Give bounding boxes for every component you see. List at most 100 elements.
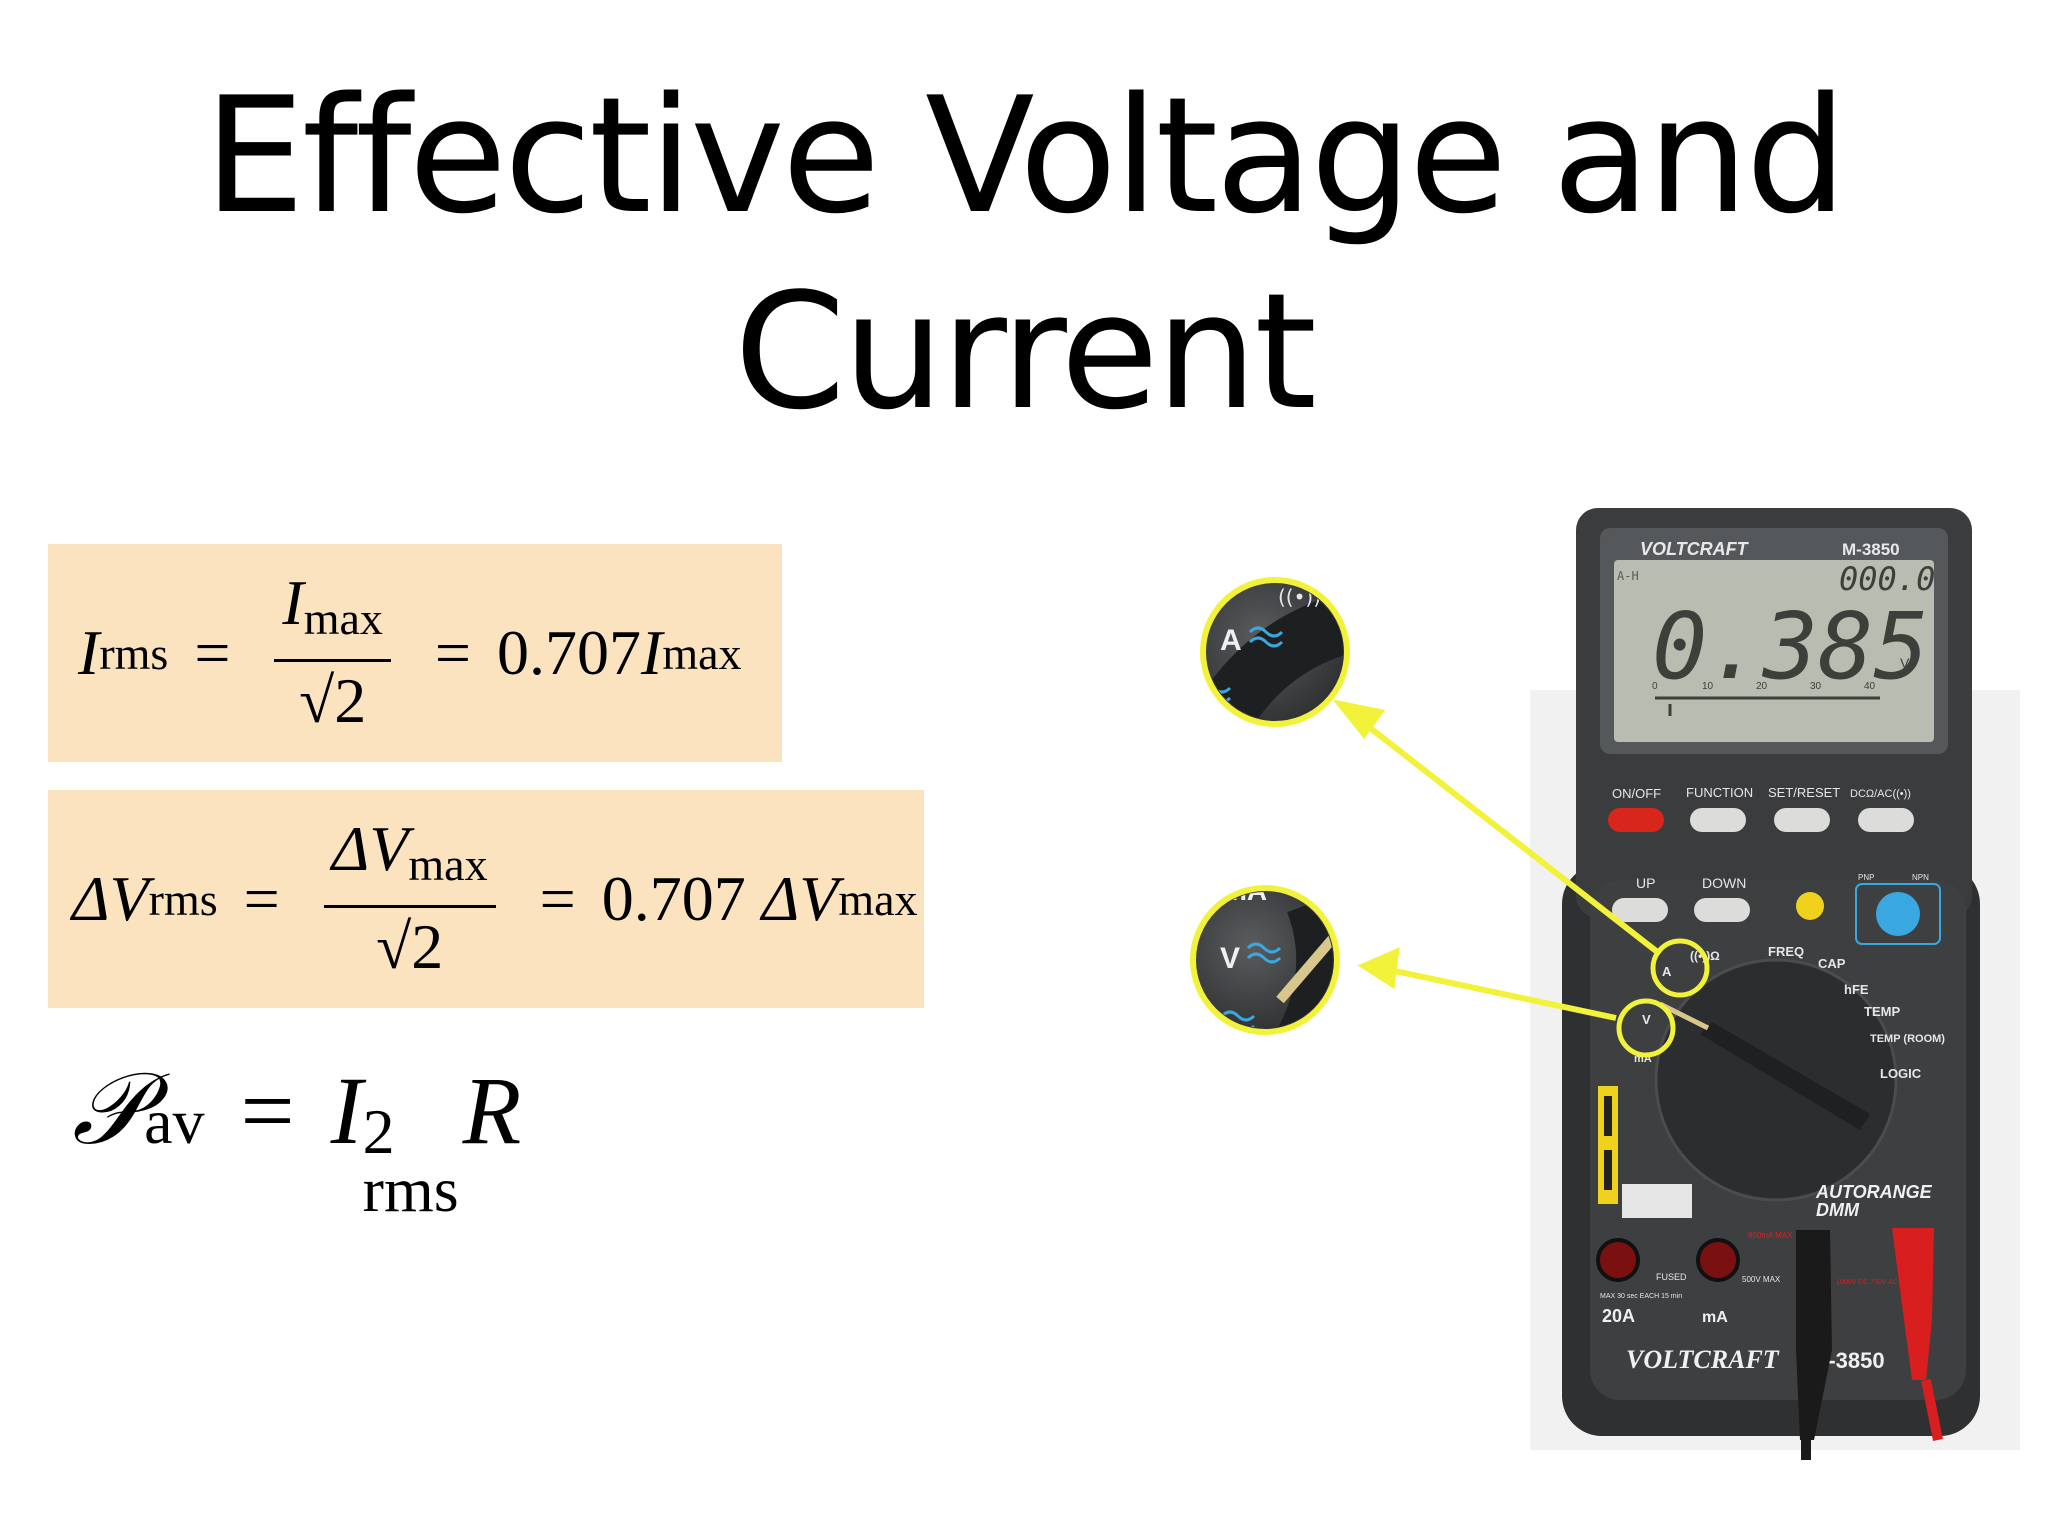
jack-ma[interactable] (1696, 1238, 1740, 1282)
dmm-label: DMM (1816, 1200, 1860, 1220)
down-button[interactable] (1694, 898, 1750, 922)
dial-label-freq: FREQ (1768, 944, 1804, 959)
label-on-off: ON/OFF (1612, 786, 1661, 801)
dial-label-a: A (1662, 964, 1672, 979)
vrms-rhs: ΔV (761, 863, 839, 934)
red-probe (1892, 1228, 1934, 1380)
zoom-top-label-a2: A (1170, 679, 1192, 712)
dial-label-temp: TEMP (1864, 1004, 1900, 1019)
label-dc-ac: DCΩ/AC((•)) (1850, 788, 1911, 800)
irms-coefficient: 0.707 (497, 617, 642, 688)
side-socket-slot-1 (1604, 1096, 1612, 1136)
power-equals: = (240, 1057, 295, 1164)
jack-note-800ma: 800mA MAX (1748, 1231, 1793, 1240)
arrow-head-bottom (1357, 947, 1400, 990)
lcd-unit: V (1900, 655, 1910, 671)
side-socket (1598, 1086, 1618, 1204)
power-rhs-r: R (462, 1057, 522, 1164)
power-lhs: 𝒫 (72, 1050, 145, 1167)
jack-label-ma: mA (1702, 1309, 1728, 1326)
zoom-top-label-a: A (1220, 624, 1242, 657)
black-probe (1796, 1230, 1832, 1440)
dial-label-cap: CAP (1818, 956, 1846, 971)
zoom-bottom-ring (1190, 885, 1340, 1035)
vrms-equals-1: = (243, 863, 280, 934)
vrms-num-sub: max (408, 838, 488, 890)
irms-numerator: Imax (274, 567, 391, 662)
jack-label-20a: 20A (1602, 1306, 1635, 1326)
dial-label-temp-room: TEMP (ROOM) (1870, 1033, 1945, 1045)
up-button[interactable] (1612, 898, 1668, 922)
transistor-socket[interactable] (1876, 892, 1920, 936)
bargraph-label-20: 20 (1756, 681, 1768, 692)
vrms-coefficient: 0.707 (601, 863, 746, 934)
vrms-equals-2: = (539, 863, 576, 934)
power-rhs-supsub: 2 rms (362, 1096, 459, 1225)
power-rhs-sub: rms (362, 1154, 459, 1225)
callout-ring-a (1650, 938, 1710, 998)
jack-20a[interactable] (1596, 1238, 1640, 1282)
ac-dc-symbol (1248, 626, 1284, 648)
multimeter: VOLTCRAFT M-3850 A-H 000.0 0.385 V 0 10 … (1562, 508, 1980, 1460)
vrms-lhs: ΔV (72, 863, 149, 934)
jack-note-time: MAX 30 sec EACH 15 min (1600, 1293, 1682, 1300)
function-button[interactable] (1690, 808, 1746, 832)
arrow-line-top (1358, 717, 1662, 957)
bargraph-label-40: 40 (1864, 681, 1876, 692)
transistor-socket-frame (1855, 883, 1941, 945)
autorange-label: AUTORANGE (1815, 1182, 1933, 1202)
bargraph-label-0: 0 (1652, 681, 1658, 692)
irms-fraction: Imax √2 (274, 567, 391, 740)
dial-label-hfe: hFE (1844, 982, 1869, 997)
zoom-callout-top: A A ((•)) (1170, 577, 1350, 727)
yellow-button[interactable] (1796, 892, 1824, 920)
set-reset-button[interactable] (1774, 808, 1830, 832)
bargraph-label-10: 10 (1702, 681, 1714, 692)
callout-arrows (1332, 699, 1662, 1021)
dial-pointer[interactable] (1700, 1022, 1870, 1130)
arrow-line-bottom (1389, 967, 1617, 1021)
label-pnp: PNP (1858, 873, 1874, 882)
label-function: FUNCTION (1686, 785, 1753, 800)
zoom-bottom-label-v: V (1220, 942, 1240, 975)
irms-equals-1: = (194, 617, 231, 688)
zoom-bottom-label-v2: V (1196, 1010, 1216, 1043)
callout-ring-v (1616, 998, 1676, 1058)
rotary-dial[interactable] (1654, 958, 1898, 1202)
brand-bottom: VOLTCRAFT (1626, 1345, 1780, 1374)
power-rhs-sup: 2 (362, 1096, 395, 1167)
model-top: M-3850 (1842, 540, 1900, 559)
jack-note-500v: 500V MAX (1742, 1275, 1781, 1284)
arrow-head-top (1332, 699, 1386, 739)
lcd-tag: A-H (1617, 569, 1639, 583)
zoom-top-ring (1200, 577, 1350, 727)
dc-ac-button[interactable] (1858, 808, 1914, 832)
slide-title: Effective Voltage and Current (0, 58, 2048, 450)
vrms-denominator: √2 (376, 910, 444, 982)
power-rhs-i: I (330, 1057, 363, 1164)
lcd-bargraph: 0 10 20 30 40 (1652, 681, 1880, 716)
irms-denominator: √2 (299, 664, 367, 736)
irms-rhs-sub: max (662, 627, 742, 679)
side-socket-slot-2 (1604, 1150, 1612, 1190)
red-probe-cable (1921, 1379, 1943, 1441)
on-off-button[interactable] (1608, 808, 1664, 832)
ac-dc-symbol (1284, 892, 1320, 894)
irms-num-symbol: I (282, 566, 304, 638)
vrms-fraction: ΔVmax √2 (323, 813, 496, 986)
irms-lhs: I (78, 617, 100, 688)
label-npn: NPN (1912, 873, 1929, 882)
label-set-reset: SET/RESET (1768, 785, 1840, 800)
irms-equals-2: = (434, 617, 472, 688)
lcd-small-readout: 000.0 (1839, 560, 1935, 598)
vrms-lhs-sub: rms (148, 873, 218, 925)
dial-pointer-tip (1658, 1001, 1710, 1031)
slide-title-line-2: Current (734, 258, 1317, 445)
irms-lhs-sub: rms (99, 627, 169, 679)
bargraph-label-30: 30 (1810, 681, 1822, 692)
slide-title-line-1: Effective Voltage and (203, 62, 1847, 249)
jack-note-fused: FUSED (1656, 1272, 1687, 1282)
